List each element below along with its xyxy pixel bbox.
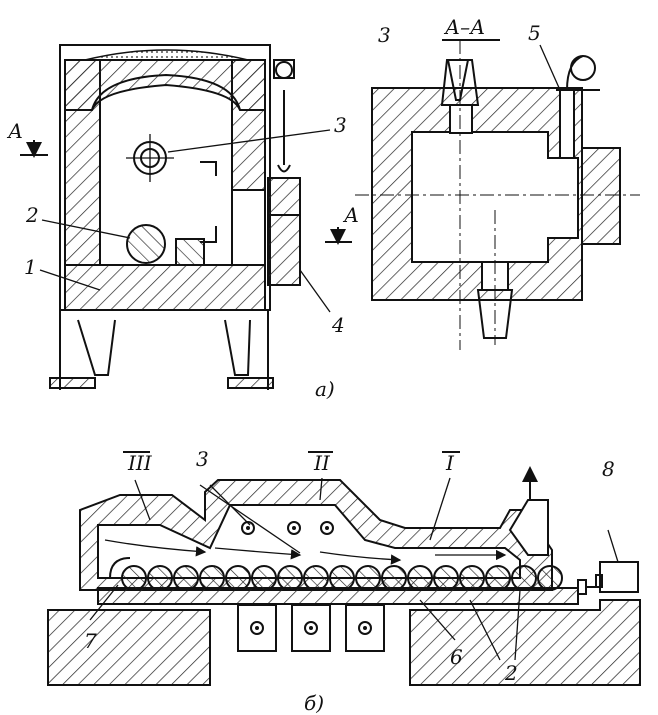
square-workpiece xyxy=(175,238,205,266)
label-6: 6 xyxy=(450,645,463,669)
section-title: А–А xyxy=(443,15,485,39)
caption-a: а) xyxy=(315,377,335,401)
label-1: 1 xyxy=(24,255,37,279)
bottom-burner xyxy=(476,289,514,339)
hearth-plate xyxy=(97,587,579,605)
label-4: 4 xyxy=(331,313,345,337)
foundation-left xyxy=(47,609,211,686)
label-3: 3 xyxy=(334,113,347,137)
section-mark-right: А xyxy=(342,203,359,227)
pulley xyxy=(273,59,295,79)
zone-3-label: III xyxy=(127,451,153,475)
foundation-right xyxy=(409,599,641,686)
continuous-furnace xyxy=(47,466,641,686)
front-view xyxy=(20,44,352,390)
section-chamber xyxy=(411,131,579,263)
label-8: 8 xyxy=(602,457,615,481)
section-mark-left: А xyxy=(6,119,23,143)
workpiece-row xyxy=(121,565,563,591)
section-door xyxy=(581,147,621,245)
drive-unit xyxy=(599,561,639,593)
hearth xyxy=(64,264,266,311)
section-label-3: 3 xyxy=(378,23,391,47)
label-5: 5 xyxy=(528,21,541,45)
zone-2-label: II xyxy=(313,451,331,475)
top-burner xyxy=(440,59,480,106)
round-workpiece xyxy=(126,224,166,264)
thermocouple xyxy=(570,55,596,81)
label-b3: 3 xyxy=(196,447,209,471)
label-2: 2 xyxy=(25,203,39,227)
label-b2: 2 xyxy=(504,661,518,685)
door xyxy=(267,177,301,286)
caption-b: б) xyxy=(304,691,324,715)
sand-fill xyxy=(84,49,249,61)
zone-1-label: I xyxy=(445,451,455,475)
label-7: 7 xyxy=(84,629,97,653)
section-view: А–А xyxy=(355,15,640,350)
